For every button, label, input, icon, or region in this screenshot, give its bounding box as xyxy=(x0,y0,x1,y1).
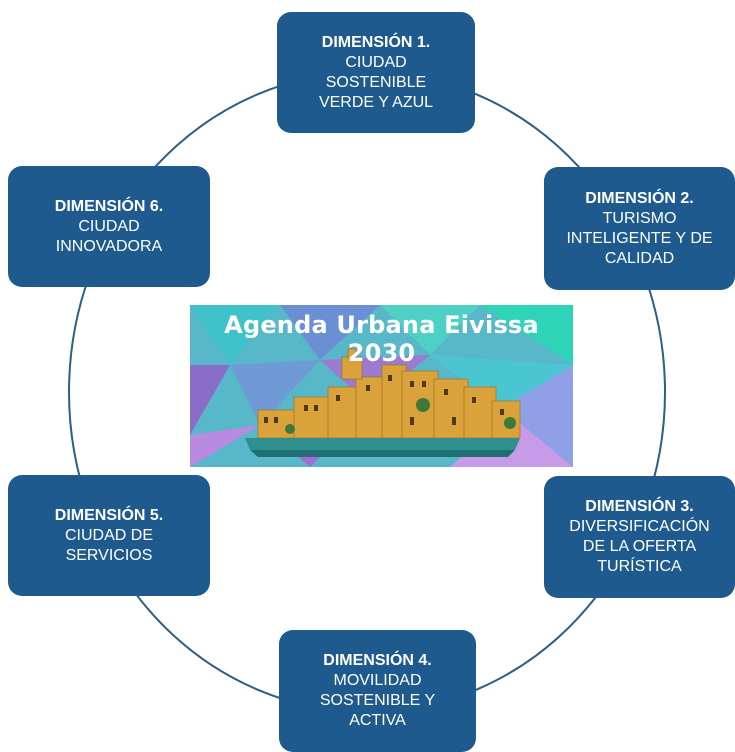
dimension-6-box: DIMENSIÓN 6. CIUDAD INNOVADORA xyxy=(8,166,210,287)
dimension-1-title: DIMENSIÓN 1. xyxy=(321,33,431,51)
dimension-4-box: DIMENSIÓN 4. MOVILIDAD SOSTENIBLE Y ACTI… xyxy=(279,630,476,752)
dimension-1-text: CIUDAD SOSTENIBLE VERDE Y AZUL xyxy=(318,53,434,111)
dimension-4-text: MOVILIDAD SOSTENIBLE Y ACTIVA xyxy=(319,672,436,729)
dimension-3-text: DIVERSIFICACIÓN DE LA OFERTA TURÍSTICA xyxy=(569,518,710,575)
dimension-6-title: DIMENSIÓN 6. xyxy=(54,197,164,215)
dimension-5-text: CIUDAD DE SERVICIOS xyxy=(64,526,153,564)
dimension-1-box: DIMENSIÓN 1. CIUDAD SOSTENIBLE VERDE Y A… xyxy=(277,12,475,133)
dimension-2-text: TURISMO INTELIGENTE Y DE CALIDAD xyxy=(566,209,713,267)
dimension-2-box: DIMENSIÓN 2. TURISMO INTELIGENTE Y DE CA… xyxy=(544,167,735,290)
dimension-4-title: DIMENSIÓN 4. xyxy=(323,652,432,669)
dimension-5-box: DIMENSIÓN 5. CIUDAD DE SERVICIOS xyxy=(8,475,210,596)
city-illustration xyxy=(190,305,573,467)
dimension-3-box: DIMENSIÓN 3. DIVERSIFICACIÓN DE LA OFERT… xyxy=(544,476,735,598)
dimension-2-title: DIMENSIÓN 2. xyxy=(585,189,694,207)
dimension-5-title: DIMENSIÓN 5. xyxy=(54,506,164,524)
dimension-3-title: DIMENSIÓN 3. xyxy=(585,498,694,515)
dimension-6-text: CIUDAD INNOVADORA xyxy=(55,217,163,255)
agenda-urbana-image: Agenda Urbana Eivissa 2030 xyxy=(190,305,573,467)
agenda-title: Agenda Urbana Eivissa 2030 xyxy=(224,311,539,367)
